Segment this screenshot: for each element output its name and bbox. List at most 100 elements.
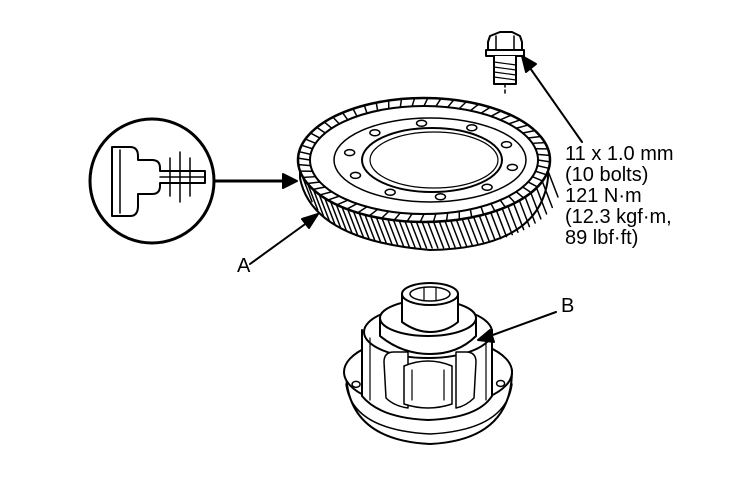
helical-tooth	[325, 198, 335, 224]
gear-tooth	[369, 209, 377, 216]
helical-tooth	[474, 217, 484, 243]
gear-tooth	[337, 200, 348, 205]
helical-tooth	[331, 202, 341, 228]
gear-tooth	[448, 100, 454, 107]
gear-tooth	[516, 192, 523, 198]
gear-tooth	[412, 98, 415, 106]
gear-tooth	[364, 105, 367, 113]
helical-tooth	[491, 213, 501, 239]
gear-tooth	[532, 177, 542, 181]
spec-torque-lbfft: 89 lbf·ft)	[565, 227, 639, 249]
gear-tooth	[320, 192, 332, 195]
gear-tooth	[523, 131, 535, 133]
helical-tooth	[348, 209, 358, 235]
helical-tooth	[376, 217, 386, 243]
bolt-hole	[370, 130, 380, 136]
label-b: B	[561, 295, 575, 317]
helical-tooth	[313, 190, 323, 216]
gear-tooth	[509, 120, 520, 124]
inset-arrow	[214, 174, 297, 188]
label-a-leader	[250, 214, 318, 264]
gear-tooth	[376, 103, 377, 111]
gear-tooth	[446, 213, 447, 221]
gear-tooth	[317, 127, 325, 133]
gear-tooth	[424, 98, 428, 106]
gear-tooth	[532, 143, 545, 144]
bolt-hole	[507, 164, 517, 170]
helical-tooth	[548, 171, 558, 197]
spec-bolt-count: (10 bolts)	[565, 164, 649, 186]
gear-tooth	[470, 104, 478, 111]
helical-tooth	[416, 222, 426, 248]
bolt-hole	[502, 142, 512, 148]
gear-tooth	[459, 102, 466, 109]
helical-tooth	[531, 193, 541, 219]
gear-tooth	[307, 182, 319, 184]
gear-tooth	[537, 166, 548, 169]
bolt-hole	[435, 194, 445, 200]
gear-tooth	[310, 133, 319, 138]
gear-tooth	[516, 125, 528, 128]
gear-tooth	[400, 99, 401, 107]
helical-tooth	[542, 181, 552, 207]
gear-tooth	[500, 115, 511, 120]
helical-tooth	[382, 218, 392, 244]
helical-tooth	[359, 213, 369, 239]
bolt-hole	[417, 120, 427, 126]
flange-bolt	[486, 32, 524, 96]
helical-tooth	[302, 175, 312, 201]
gear-tooth	[298, 165, 310, 166]
helical-tooth	[371, 216, 381, 242]
helical-tooth	[479, 216, 489, 242]
gear-tooth	[305, 139, 315, 143]
helical-tooth	[319, 194, 329, 220]
helical-tooth	[399, 221, 409, 247]
bolt-hole	[385, 189, 395, 195]
helical-tooth	[422, 222, 432, 248]
gear-tooth	[528, 136, 540, 138]
spec-torque-nm: 121 N·m	[565, 185, 642, 207]
gear-tooth	[333, 117, 339, 124]
spec-torque-kgfm: (12.3 kgf·m,	[565, 206, 672, 228]
helical-tooth	[411, 222, 421, 248]
bolt-hole	[345, 150, 355, 156]
gear-tooth	[299, 152, 310, 155]
helical-tooth	[485, 214, 495, 240]
differential-carrier	[344, 283, 512, 444]
helical-tooth	[434, 222, 444, 248]
gear-tooth	[481, 207, 484, 215]
gear-tooth	[394, 213, 400, 220]
label-a: A	[237, 255, 251, 277]
gear-tooth	[481, 107, 490, 113]
bolt-hole	[467, 125, 477, 131]
helical-tooth	[394, 220, 404, 246]
gear-tooth	[537, 154, 549, 155]
label-b-leader	[478, 312, 556, 342]
gear-tooth	[353, 109, 357, 117]
gear-tooth	[528, 182, 537, 187]
gear-tooth	[491, 111, 501, 116]
gear-tooth	[509, 196, 515, 203]
gear-tooth	[313, 187, 325, 189]
gear-tooth	[407, 214, 412, 222]
gear-tooth	[523, 187, 531, 193]
gear-tooth	[324, 122, 331, 128]
gear-tooth	[536, 171, 547, 174]
detail-inset	[90, 119, 214, 243]
helical-tooth	[537, 188, 547, 214]
gear-tooth	[491, 204, 495, 212]
gear-tooth	[433, 214, 436, 222]
helical-tooth	[508, 206, 518, 232]
bolt-hole	[482, 184, 492, 190]
helical-tooth	[439, 222, 449, 248]
helical-tooth	[388, 219, 398, 245]
torque-spec-callout: 11 x 1.0 mm (10 bolts) 121 N·m (12.3 kgf…	[565, 144, 674, 249]
helical-tooth	[445, 221, 455, 247]
gear-tooth	[436, 99, 441, 107]
helical-tooth	[353, 211, 363, 237]
gear-tooth	[343, 113, 348, 120]
gear-tooth	[420, 214, 424, 222]
ring-gear	[298, 98, 558, 250]
bolt-hole	[350, 172, 360, 178]
